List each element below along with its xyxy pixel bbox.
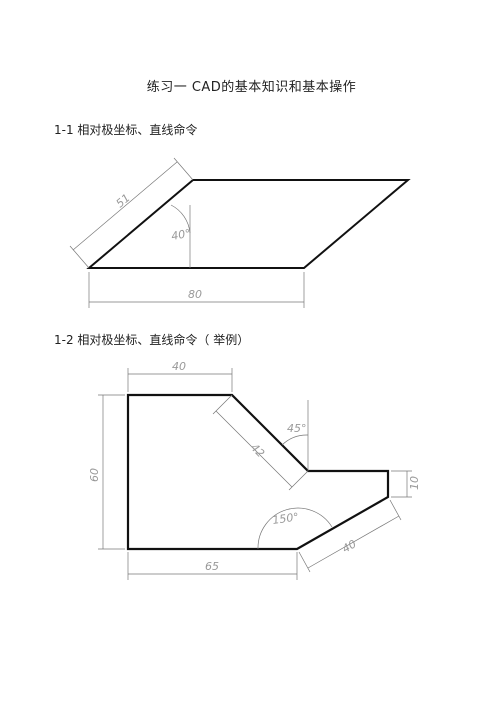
dim-bottom-65-label: 65 [205,560,219,573]
dim-40-label: 40° [170,227,191,243]
dim-angle-150-label: 150° [272,510,300,527]
dim-left-60-label: 60 [88,468,101,482]
dim-51 [69,157,194,269]
dim-lower-40 [298,499,402,573]
section-heading-1: 1-1 相对极坐标、直线命令 [54,123,198,137]
page-title: 练习一 CAD的基本知识和基本操作 [146,80,357,95]
dim-slant-42-label: 42 [248,441,267,460]
dim-80-label: 80 [188,288,202,301]
dim-40-angle [170,204,191,268]
dim-right-10-label: 10 [408,476,421,490]
dim-left-60 [98,394,125,550]
dim-80 [88,272,305,308]
dim-right-10 [391,470,412,498]
dim-top-40 [127,368,233,392]
dim-slant-42 [212,394,309,491]
dim-bottom-65 [127,552,298,580]
profile-shape [126,393,390,551]
dim-angle-45-label: 45° [287,422,307,435]
parallelogram-shape [86,179,411,269]
section-heading-2: 1-2 相对极坐标、直线命令（ 举例） [54,333,250,347]
dim-angle-45 [281,400,309,471]
dim-lower-40-label: 40 [340,537,359,555]
dim-angle-150 [257,507,333,550]
dim-top-40-label: 40 [172,360,186,373]
